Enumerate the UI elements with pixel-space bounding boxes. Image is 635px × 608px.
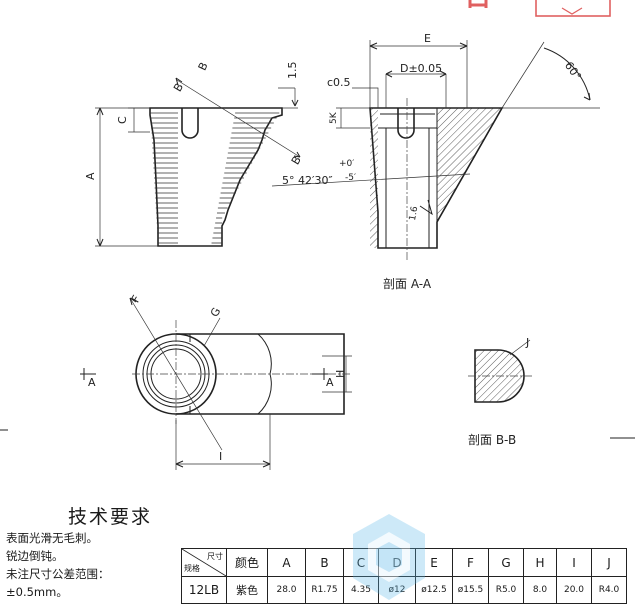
section-mark-a-left: A: [88, 376, 96, 389]
header-i: I: [556, 548, 592, 577]
top-view: [80, 297, 352, 470]
header-g: G: [488, 548, 524, 577]
dim-g: G: [208, 305, 224, 319]
corner-spec-label: 规格: [184, 564, 200, 573]
dim-h: H: [334, 370, 347, 378]
dim-j: J: [525, 336, 529, 349]
dim-taper-plus: +0′: [339, 159, 354, 169]
tech-item-4: ±0.5mm。: [6, 585, 68, 599]
cell-g: R5.0: [488, 576, 524, 604]
dim-a: A: [84, 172, 97, 180]
spec-corner-cell: 尺寸 规格: [181, 548, 227, 577]
dim-1-6: 1.6: [408, 205, 420, 221]
side-view: [95, 77, 301, 247]
cell-f: ø15.5: [452, 576, 489, 604]
step-lines-right: [211, 112, 280, 244]
dim-b-label-left: B: [171, 81, 186, 94]
section-bb-view: [468, 339, 532, 403]
dim-60-deg: 60°: [562, 59, 584, 82]
cell-spec: 12LB: [181, 576, 227, 604]
header-e: E: [415, 548, 453, 577]
header-b: B: [305, 548, 344, 577]
dim-b-top: B: [196, 60, 211, 72]
header-c: C: [343, 548, 379, 577]
header-f: F: [452, 548, 489, 577]
dim-i: I: [219, 450, 222, 463]
cell-d: ø12: [378, 576, 416, 604]
dim-f: F: [129, 293, 143, 305]
spec-data-row: 12LB 紫色 28.0 R1.75 4.35 ø12 ø12.5 ø15.5 …: [181, 576, 627, 604]
cell-c: 4.35: [343, 576, 379, 604]
cell-j: R4.0: [591, 576, 627, 604]
cell-b: R1.75: [305, 576, 344, 604]
header-a: A: [267, 548, 306, 577]
stamp-fragment: [468, 0, 611, 17]
tech-requirements-title: 技术要求: [68, 506, 153, 528]
cell-e: ø12.5: [415, 576, 453, 604]
header-h: H: [523, 548, 557, 577]
cell-h: 8.0: [523, 576, 557, 604]
section-mark-a-right: A: [326, 376, 334, 389]
section-bb-caption: 剖面 B-B: [468, 433, 516, 447]
tech-item-2: 锐边倒钝。: [6, 549, 64, 563]
dim-e: E: [424, 32, 431, 45]
cell-a: 28.0: [267, 576, 306, 604]
dim-c05: c0.5: [327, 76, 351, 89]
spec-table: 尺寸 规格 颜色 A B C D E F G H I J 12LB 紫色 28.…: [181, 548, 627, 604]
dim-1-5: 1.5: [286, 62, 299, 80]
section-aa-view: [271, 40, 600, 260]
dim-taper: 5° 42′30″: [282, 174, 333, 187]
header-j: J: [591, 548, 627, 577]
tech-item-1: 表面光滑无毛刺。: [6, 531, 98, 545]
dim-d: D±0.05: [400, 62, 442, 75]
section-aa-caption: 剖面 A-A: [383, 277, 432, 291]
technical-requirements: 技术要求 表面光滑无毛刺。 锐边倒钝。 未注尺寸公差范围： ±0.5mm。: [6, 502, 206, 601]
step-lines-left: [150, 112, 178, 244]
header-color: 颜色: [226, 548, 268, 577]
corner-size-label: 尺寸: [207, 552, 223, 561]
watermark-cube-icon: [353, 514, 425, 600]
dim-c: C: [116, 116, 129, 124]
cell-i: 20.0: [556, 576, 592, 604]
tech-item-3: 未注尺寸公差范围：: [6, 567, 110, 581]
dim-5k: 5K: [329, 111, 339, 124]
dim-taper-minus: -5′: [345, 173, 356, 183]
cell-color: 紫色: [226, 576, 268, 604]
